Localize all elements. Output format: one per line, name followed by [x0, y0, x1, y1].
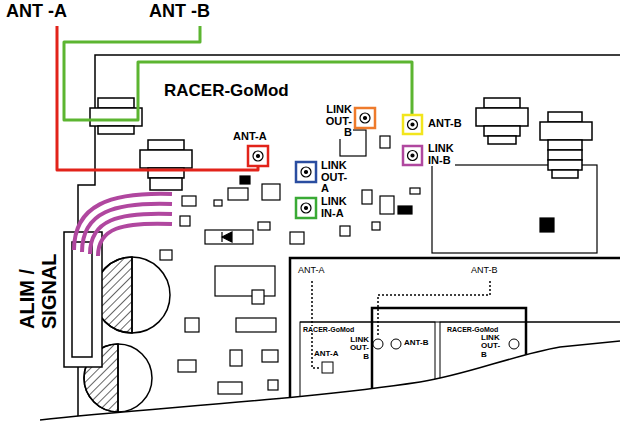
coloured-connector: [355, 108, 375, 128]
board-component: [230, 350, 242, 366]
ribbon-cable: [74, 194, 172, 256]
antenna-connector: [150, 178, 182, 190]
board-component: [268, 380, 278, 390]
board-component: [215, 266, 275, 296]
antenna-connector: [548, 160, 582, 170]
board-component: [252, 290, 264, 304]
connector-pin: [408, 120, 418, 130]
inset-label: ANT-B: [470, 266, 499, 275]
antenna-connector: [140, 150, 192, 168]
board-component: [218, 382, 242, 394]
connector-pin: [360, 113, 370, 123]
antenna-connector: [552, 170, 578, 178]
cut-line: [40, 341, 620, 440]
connector-label: LINK IN-B: [427, 143, 455, 166]
antenna-connector: [548, 150, 582, 160]
connector-label: LINK OUT-A: [320, 160, 348, 195]
inset-view: [509, 339, 519, 349]
antenna-connector: [98, 98, 134, 108]
coloured-connector: [296, 162, 316, 182]
connector-pin: [411, 154, 414, 157]
board-component: [205, 230, 253, 244]
cable-label: ANT -A: [5, 2, 68, 21]
coloured-connector: [296, 198, 316, 218]
ribbon-cable: [98, 224, 172, 256]
antenna-connector: [484, 126, 520, 136]
connector-label: LINK IN-A: [320, 196, 348, 219]
antenna-connector: [488, 136, 516, 144]
antenna-connector: [548, 140, 582, 150]
cut-line: [40, 341, 620, 440]
ribbon-cable: [90, 214, 172, 254]
antenna-wire: [64, 26, 412, 120]
inset-view: [391, 339, 401, 349]
connector-pin: [305, 171, 308, 174]
antenna-connector: [98, 126, 134, 134]
coloured-connector: [403, 115, 422, 134]
connector-label: ANT-B: [427, 118, 463, 130]
board-component: [540, 218, 554, 232]
antenna-connector: [476, 108, 528, 126]
board-component: [236, 318, 276, 332]
antenna-connector: [540, 122, 592, 140]
board-component: [258, 222, 270, 230]
board-component: [214, 200, 222, 206]
inset-label: ANT-A: [313, 350, 339, 358]
ribbon-connector: [72, 242, 92, 357]
cable-label: ALIM / SIGNAL: [16, 240, 60, 330]
board-component: [340, 226, 350, 236]
board-component: [178, 360, 196, 372]
inset-board-name: RACER-GoMod: [302, 326, 355, 333]
inset-label: ANT-A: [297, 266, 326, 275]
board-component: [380, 136, 390, 148]
inset-label: LINK OUT-B: [349, 336, 370, 361]
antenna-connector: [484, 98, 520, 108]
board-component: [222, 232, 232, 242]
board-component: [410, 188, 420, 194]
connector-pin: [411, 123, 414, 126]
board-component: [240, 176, 250, 184]
connector-pin: [253, 151, 263, 161]
connector-label: LINK OUT-B: [325, 104, 353, 139]
capacitor-symbol: [131, 257, 133, 333]
antenna-connector: [148, 140, 184, 150]
inset-label: LINK OUT-B: [480, 334, 501, 359]
inset-view: [322, 362, 333, 373]
cut-line: [40, 341, 620, 420]
coloured-connector: [403, 146, 422, 165]
connector-pin: [257, 155, 260, 158]
board-component: [380, 196, 394, 214]
antenna-connector: [90, 108, 142, 126]
connector-pin: [408, 151, 418, 161]
board-name: RACER-GoMod: [163, 82, 290, 100]
inset-view: [373, 339, 383, 349]
connector-pin: [305, 207, 308, 210]
board-component: [228, 188, 248, 200]
board-component: [290, 232, 304, 244]
board-component: [398, 206, 412, 214]
connector-label: ANT-A: [232, 131, 268, 143]
connector-pin: [364, 117, 367, 120]
antenna-connector: [548, 112, 582, 122]
inset-label: ANT-B: [403, 339, 429, 347]
board-component: [372, 222, 380, 230]
board-component: [432, 165, 597, 253]
board-component: [182, 196, 196, 206]
connector-pin: [301, 167, 311, 177]
board-component: [362, 190, 372, 204]
cable-label: ANT -B: [148, 2, 211, 21]
capacitor-symbol: [117, 344, 119, 412]
capacitor-symbol: [94, 257, 170, 333]
board-component: [160, 250, 172, 260]
coloured-connector: [248, 146, 268, 166]
board-component: [180, 216, 190, 226]
board-component: [185, 318, 199, 332]
antenna-wire: [57, 26, 412, 170]
connector-pin: [301, 203, 311, 213]
inset-board-name: RACER-GoMod: [446, 326, 499, 333]
board-component: [262, 350, 278, 362]
board-component: [262, 184, 280, 200]
